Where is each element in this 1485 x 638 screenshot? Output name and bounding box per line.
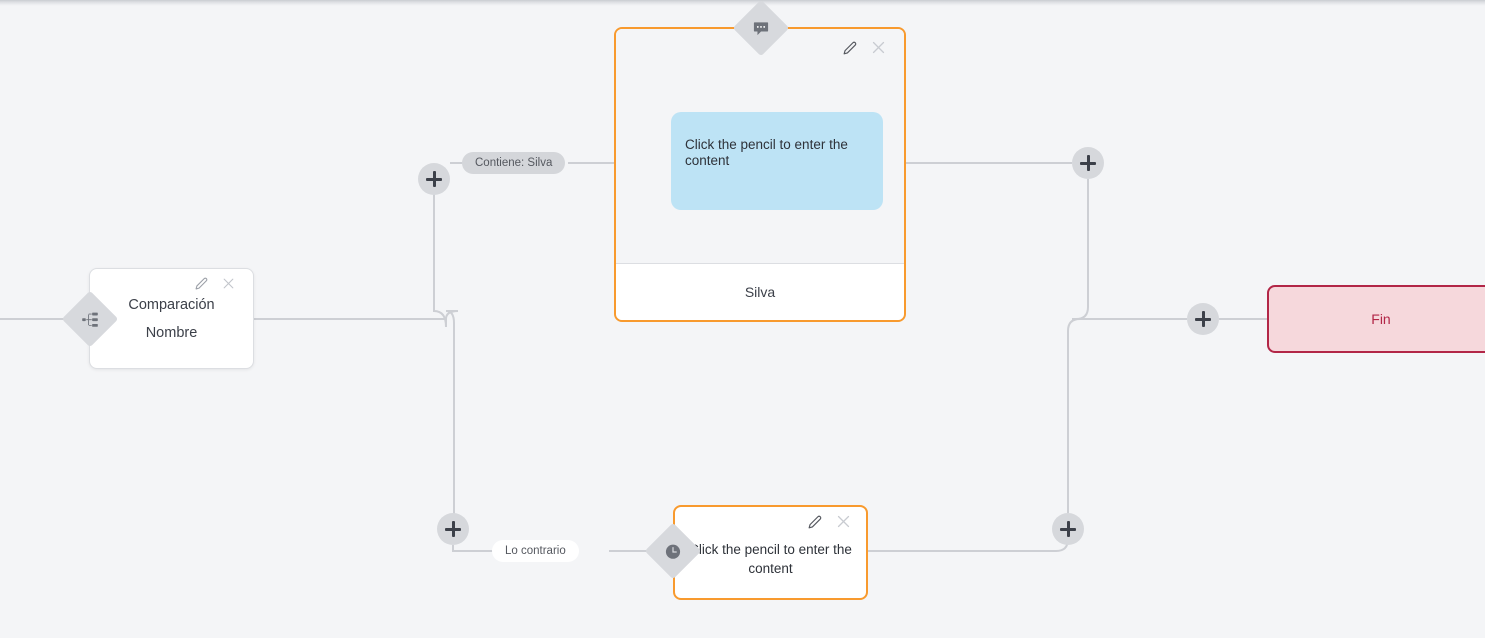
node-message-top-actions: [843, 40, 886, 55]
node-message-bottom[interactable]: Click the pencil to enter the content: [673, 505, 868, 600]
node-comparison-actions: [195, 277, 235, 290]
node-message-bottom-actions: [808, 514, 851, 529]
close-icon[interactable]: [871, 40, 886, 55]
pencil-icon[interactable]: [843, 41, 857, 55]
edge-label-lo-contrario[interactable]: Lo contrario: [492, 540, 579, 562]
node-end-label: Fin: [1371, 311, 1391, 327]
edge-plus-up-to-merge: [1067, 318, 1081, 513]
node-message-top-footer: Silva: [616, 264, 904, 320]
sitemap-icon: [82, 311, 99, 328]
node-message-top[interactable]: Click the pencil to enter the content Si…: [614, 27, 906, 322]
add-button-after-message-bottom[interactable]: [1052, 513, 1084, 545]
add-button-after-message-top[interactable]: [1072, 147, 1104, 179]
node-message-bottom-badge[interactable]: [644, 522, 702, 580]
node-message-top-body: Click the pencil to enter the content: [616, 29, 904, 264]
edge-branch-false-corner: [445, 310, 459, 513]
add-button-branch-true[interactable]: [418, 163, 450, 195]
node-message-bottom-text: Click the pencil to enter the content: [689, 542, 852, 576]
edge-label-contiene[interactable]: Contiene: Silva: [462, 152, 566, 174]
edge-plus-down-to-merge: [1072, 179, 1089, 320]
pencil-icon[interactable]: [195, 277, 208, 290]
node-message-top-badge[interactable]: [732, 0, 790, 57]
node-comparison-subtitle: Nombre: [145, 324, 198, 341]
clock-icon: [665, 543, 682, 560]
top-shadow-strip: [0, 0, 1485, 6]
edge-branch-true-vertical: [433, 195, 447, 328]
node-end[interactable]: Fin: [1267, 285, 1485, 353]
node-comparison-title: Comparación: [128, 296, 215, 313]
close-icon[interactable]: [836, 514, 851, 529]
add-button-branch-false[interactable]: [437, 513, 469, 545]
edge-false-plus-to-label: [452, 545, 493, 552]
edge-msgbottom-to-plus: [868, 529, 1069, 552]
add-button-before-end[interactable]: [1187, 303, 1219, 335]
chat-bubble-icon: [753, 20, 770, 37]
message-bubble: Click the pencil to enter the content: [671, 112, 883, 210]
close-icon[interactable]: [222, 277, 235, 290]
pencil-icon[interactable]: [808, 515, 822, 529]
node-comparison-badge[interactable]: [61, 290, 119, 348]
